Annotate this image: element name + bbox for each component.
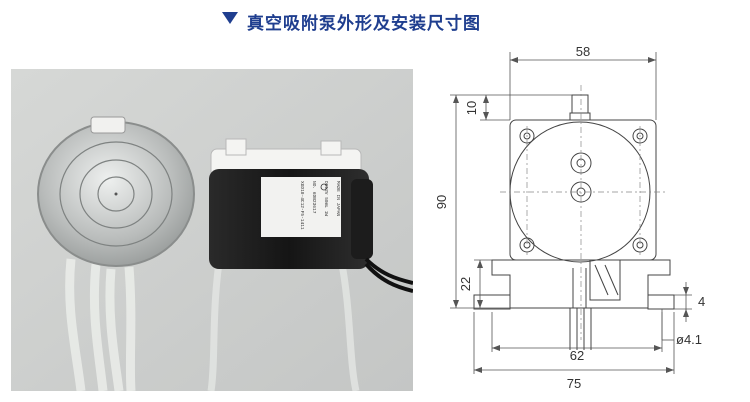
- pump-label-line1: MADE IN JAPAN: [335, 181, 341, 216]
- dim-height: 90: [434, 195, 449, 209]
- dim-hole-spacing: 62: [570, 348, 584, 363]
- dim-base-width: 75: [567, 376, 581, 391]
- section-title: 真空吸附泵外形及安装尺寸图: [247, 14, 481, 34]
- pump-label-line3: NO. 6DB23617: [311, 181, 317, 214]
- dim-hole: ø4.1: [676, 332, 702, 347]
- dim-flange: 4: [698, 294, 705, 309]
- section-header: 真空吸附泵外形及安装尺寸图: [0, 0, 750, 42]
- dim-base-height: 22: [458, 277, 473, 291]
- dim-nozzle: 10: [464, 101, 479, 115]
- pump-label-line4: XGD10-4C12-F5-1411: [299, 181, 305, 230]
- pump-label-line2: DC12V 50mL 1W: [323, 181, 329, 216]
- dim-width-top: 58: [576, 44, 590, 59]
- dimension-drawing: 58 10 90 22 4 ø4.1 62 75: [434, 44, 705, 391]
- triangle-bullet-icon: [222, 12, 238, 24]
- product-photo: MADE IN JAPAN DC12V 50mL 1W NO. 6DB23617…: [11, 69, 413, 391]
